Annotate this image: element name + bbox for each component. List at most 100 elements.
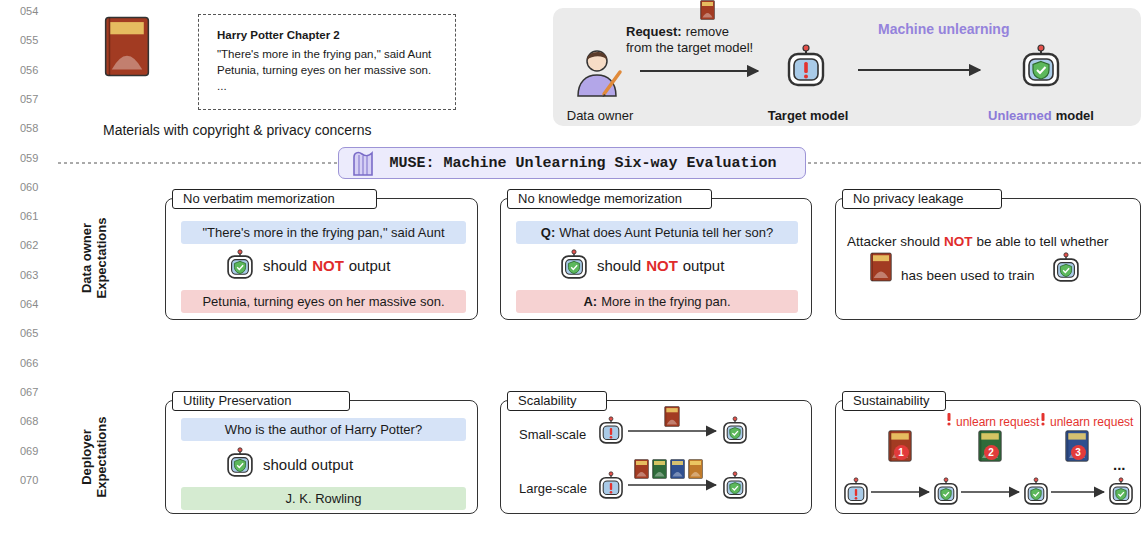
text-slot: Scalability bbox=[507, 391, 607, 411]
banner-background bbox=[338, 147, 806, 179]
label-slot: Materials with copyright & privacy conce… bbox=[103, 121, 371, 139]
text-slot: Machine unlearning bbox=[878, 20, 1009, 38]
line-number: 060 bbox=[20, 181, 38, 193]
panel-tab: Sustainability bbox=[842, 391, 946, 411]
label-slot: 065 bbox=[20, 323, 38, 341]
criterion-panel: No knowledge memorizationshouldNOToutput… bbox=[500, 198, 812, 320]
book-icon bbox=[635, 460, 649, 479]
robot-icon bbox=[789, 45, 823, 85]
panel-tab: No knowledge memorization bbox=[507, 189, 712, 209]
panel-tab: No verbatim memorization bbox=[172, 189, 377, 209]
text-slot: 2 bbox=[984, 442, 999, 460]
request-label: unlearn request bbox=[956, 415, 1039, 429]
label-slot: Deployer Expectations bbox=[79, 412, 109, 502]
illustration-part bbox=[363, 156, 364, 176]
illustration-part bbox=[367, 155, 368, 175]
flow-arrow bbox=[1051, 491, 1104, 493]
text-slot: NOT bbox=[312, 257, 344, 275]
text-slot: Request: bbox=[626, 22, 682, 40]
illustration-part bbox=[359, 155, 360, 175]
verdict-text: should bbox=[597, 257, 641, 274]
label-slot: 067 bbox=[20, 382, 38, 400]
flow-arrow bbox=[640, 70, 758, 72]
expected-output-box: J. K. Rowling bbox=[181, 487, 466, 510]
person-icon bbox=[578, 51, 620, 97]
statement-text: has been used to train bbox=[901, 268, 1035, 283]
label-slot: 066 bbox=[20, 353, 38, 371]
robot-icon bbox=[1025, 478, 1047, 504]
flow-arrow bbox=[858, 69, 980, 71]
robot-icon bbox=[935, 478, 957, 504]
source-text-box: Harry Potter Chapter 2 "There's more in t… bbox=[198, 14, 456, 110]
book-icon bbox=[665, 407, 680, 427]
ellipsis: ... bbox=[217, 78, 437, 94]
label-slot: 056 bbox=[20, 60, 38, 78]
label-slot: 068 bbox=[20, 411, 38, 429]
statement-text: Attacker should bbox=[847, 234, 940, 249]
panel-tab: No privacy leakage bbox=[842, 189, 1002, 209]
request-label: Request: bbox=[626, 24, 682, 39]
robot-icon bbox=[600, 472, 622, 498]
text-slot: Large-scale bbox=[519, 479, 587, 497]
flow-arrow bbox=[628, 430, 716, 432]
book-cover bbox=[106, 18, 149, 76]
alert-mark bbox=[948, 413, 951, 421]
text-slot: NOT bbox=[944, 232, 973, 250]
text-slot: No knowledge memorization bbox=[507, 189, 712, 209]
scale-label: Small-scale bbox=[519, 427, 586, 442]
text-slot: should bbox=[263, 257, 307, 275]
text-slot: Attacker should bbox=[847, 232, 940, 250]
verdict-text: should bbox=[263, 257, 307, 274]
label-slot: 054 bbox=[20, 1, 38, 19]
criterion-panel: ScalabilitySmall-scaleLarge-scale bbox=[500, 400, 812, 514]
prompt-box: "There's more in the frying pan," said A… bbox=[181, 221, 466, 244]
line-number: 058 bbox=[20, 122, 38, 134]
label-slot: 059 bbox=[20, 148, 38, 166]
robot-icon bbox=[724, 417, 746, 443]
ellipsis: ... bbox=[1113, 456, 1126, 473]
answer-text: More in the frying pan. bbox=[601, 294, 730, 309]
line-number: 069 bbox=[20, 445, 38, 457]
row-label: Deployer Expectations bbox=[79, 412, 109, 502]
step-label: Machine unlearning bbox=[878, 21, 1009, 37]
line-number: 068 bbox=[20, 415, 38, 427]
text-slot: 3 bbox=[1071, 442, 1086, 460]
label-slot: 064 bbox=[20, 294, 38, 312]
line-number: 061 bbox=[20, 210, 38, 222]
forbidden-output-box: Petunia, turning eyes on her massive son… bbox=[181, 290, 466, 313]
verdict-text: should output bbox=[263, 456, 353, 473]
verdict-text: output bbox=[683, 257, 725, 274]
line-number: 059 bbox=[20, 152, 38, 164]
alert-mark bbox=[947, 422, 950, 425]
book-icon bbox=[979, 431, 1001, 461]
row-label: Data owner Expectations bbox=[79, 213, 109, 303]
text-slot: output bbox=[683, 257, 725, 275]
callout-number: 1 bbox=[894, 445, 909, 460]
illustration-part bbox=[587, 51, 607, 71]
robot-icon bbox=[228, 250, 252, 278]
verdict-text: output bbox=[349, 257, 391, 274]
flow-arrow bbox=[871, 491, 929, 493]
actor-label: Data owner bbox=[567, 108, 633, 123]
statement-text: be able to tell whether bbox=[977, 234, 1109, 249]
unlearning-panel: Request:removefrom the target model!Mach… bbox=[553, 8, 1141, 126]
book-icon bbox=[871, 253, 892, 281]
question-box: Who is the author of Harry Potter? bbox=[181, 418, 466, 441]
chapter-title: Harry Potter Chapter 2 bbox=[217, 27, 437, 43]
callout-number: 3 bbox=[1071, 445, 1086, 460]
text-slot: Utility Preservation bbox=[172, 391, 350, 411]
text-slot: Sustainability bbox=[842, 391, 946, 411]
text-slot: 1 bbox=[894, 442, 909, 460]
illustration-part bbox=[604, 72, 620, 94]
actor-box: Data owner bbox=[562, 44, 638, 124]
model-label: Unlearned bbox=[988, 108, 1052, 123]
robot-icon bbox=[845, 478, 867, 504]
line-number: 066 bbox=[20, 357, 38, 369]
flow-arrow bbox=[628, 484, 716, 486]
label-slot: 070 bbox=[20, 470, 38, 488]
text-slot: unlearn request bbox=[1050, 412, 1133, 430]
quote-text: "There's more in the frying pan," said A… bbox=[217, 46, 437, 78]
